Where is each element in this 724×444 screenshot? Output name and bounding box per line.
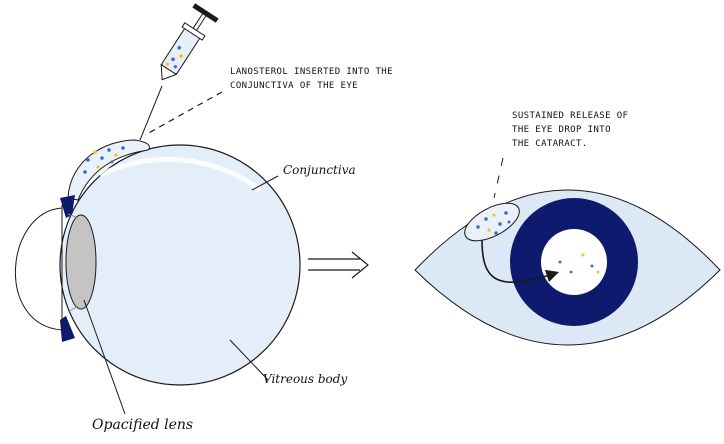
injection-leader-line	[144, 91, 223, 136]
release-arrow	[481, 239, 560, 284]
syringe-icon	[160, 3, 219, 81]
conjunctiva-leader-line	[251, 175, 279, 191]
syringe-needle	[139, 85, 163, 141]
release-label-line1: SUSTAINED RELEASE OF	[512, 111, 629, 121]
vitreous-body-label: Vitreous body	[263, 372, 348, 386]
cornea	[15, 207, 63, 331]
iris-lower	[60, 316, 75, 342]
drug-particles-pupil	[558, 253, 600, 274]
pupil	[541, 229, 607, 295]
injection-label-line1: LANOSTEROL INSERTED INTO THE	[230, 67, 393, 77]
vitreous-leader-line	[229, 339, 269, 381]
drug-particles-reservoir	[83, 146, 125, 174]
release-label-line2: THE EYE DROP INTO	[512, 125, 611, 135]
injection-label-line2: CONJUNCTIVA OF THE EYE	[230, 81, 359, 91]
iris-upper	[60, 195, 75, 218]
release-label-line3: THE CATARACT.	[512, 139, 588, 149]
drug-particles-depot	[476, 211, 511, 235]
eyeball	[59, 144, 301, 386]
lens-leader-line	[83, 299, 126, 415]
conjunctiva-label: Conjunctiva	[283, 163, 356, 177]
opacified-lens-label: Opacified lens	[92, 417, 194, 433]
eye-cross-section	[15, 139, 301, 386]
double-arrow-icon	[308, 251, 369, 279]
eyeball-highlight	[98, 156, 262, 192]
eye-front-view	[414, 157, 721, 346]
release-leader-line	[493, 157, 504, 199]
conjunctiva-reservoir	[67, 139, 150, 201]
opacified-lens	[65, 214, 97, 310]
